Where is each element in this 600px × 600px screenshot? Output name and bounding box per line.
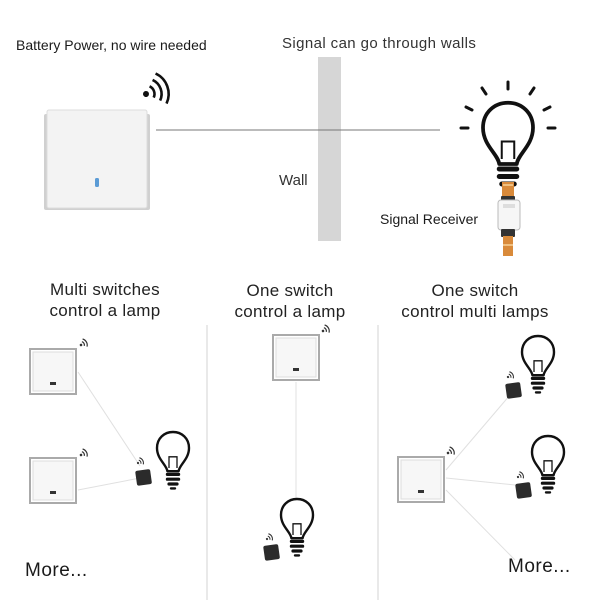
wall bbox=[318, 57, 341, 241]
wireless-signal-icon bbox=[77, 447, 90, 461]
more-label: More... bbox=[508, 556, 571, 577]
wireless-signal-icon bbox=[77, 337, 90, 351]
caption-line: Multi switches bbox=[49, 280, 160, 299]
wireless-signal-icon bbox=[444, 445, 457, 459]
panel-caption-multi-switches: Multi switches control a lamp bbox=[20, 279, 190, 321]
light-bulb-icon bbox=[530, 434, 566, 495]
signal-receiver-module bbox=[497, 182, 521, 256]
light-bulb-icon bbox=[155, 430, 191, 491]
wireless-signal-icon bbox=[514, 470, 526, 482]
wall-switch bbox=[29, 457, 77, 504]
wall-switch-main bbox=[44, 109, 150, 210]
wall-switch bbox=[272, 334, 320, 381]
caption-line: One switch bbox=[246, 281, 334, 300]
panel-caption-one-switch-multi-lamps: One switch control multi lamps bbox=[380, 280, 570, 322]
receiver-box bbox=[135, 469, 152, 486]
wireless-signal-icon bbox=[319, 323, 332, 337]
wall-label: Wall bbox=[279, 172, 308, 189]
receiver-box bbox=[263, 544, 280, 561]
receiver-box bbox=[505, 382, 522, 399]
receiver-box bbox=[515, 482, 532, 499]
signal-receiver-label: Signal Receiver bbox=[380, 211, 479, 227]
caption-line: control a lamp bbox=[234, 302, 346, 321]
battery-power-note: Battery Power, no wire needed bbox=[16, 37, 207, 53]
light-bulb-icon bbox=[279, 497, 315, 558]
light-bulb-icon bbox=[459, 80, 557, 195]
walls-note: Signal can go through walls bbox=[282, 35, 477, 52]
wireless-signal-icon bbox=[504, 370, 516, 382]
caption-line: control multi lamps bbox=[401, 302, 549, 321]
wall-switch bbox=[397, 456, 445, 503]
led-indicator bbox=[95, 178, 99, 187]
wireless-signal-icon bbox=[143, 72, 170, 105]
caption-line: control a lamp bbox=[49, 301, 161, 320]
light-bulb-icon bbox=[520, 334, 556, 395]
wireless-signal-icon bbox=[263, 532, 275, 544]
panel-caption-one-switch-one-lamp: One switch control a lamp bbox=[205, 280, 375, 322]
wall-switch bbox=[29, 348, 77, 395]
more-label: More... bbox=[25, 560, 88, 581]
caption-line: One switch bbox=[431, 281, 519, 300]
